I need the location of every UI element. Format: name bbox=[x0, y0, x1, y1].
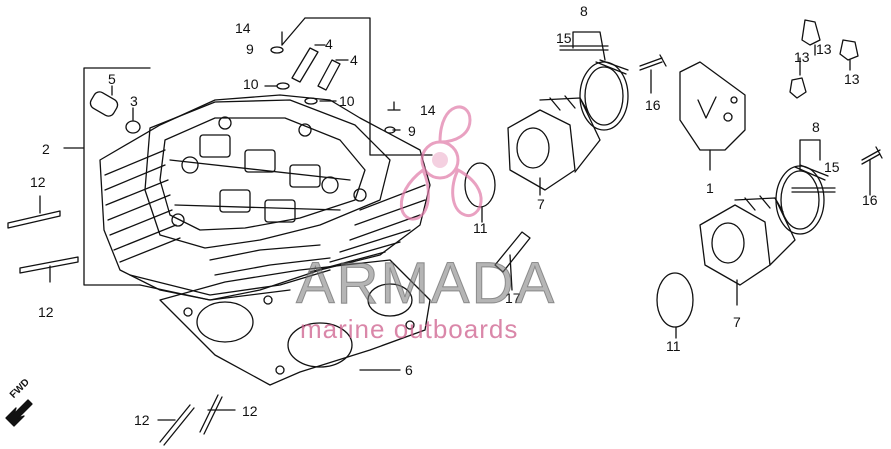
leader-bracket-14 bbox=[281, 17, 433, 156]
callout-7-right: 7 bbox=[733, 314, 741, 330]
watermark-brand: ARMADA bbox=[295, 251, 557, 317]
leader-bracket-2 bbox=[63, 67, 151, 286]
callout-2: 2 bbox=[42, 141, 50, 157]
callout-8-left: 8 bbox=[580, 3, 588, 19]
callout-15-right: 15 bbox=[824, 159, 840, 175]
bolt-16-right bbox=[861, 146, 883, 165]
callout-17: 17 bbox=[505, 290, 521, 306]
valve-guide bbox=[89, 85, 141, 134]
watermark-tagline: marine outboards bbox=[300, 314, 519, 344]
screw-15-left bbox=[559, 45, 609, 51]
callout-6: 6 bbox=[405, 362, 413, 378]
callout-13-left: 13 bbox=[794, 49, 810, 65]
callout-9-lower: 9 bbox=[408, 123, 416, 139]
callout-13-right: 13 bbox=[844, 71, 860, 87]
callout-14-lower: 14 bbox=[420, 102, 436, 118]
callout-14-upper: 14 bbox=[235, 20, 251, 36]
intake-manifold-right bbox=[699, 195, 796, 306]
intake-manifold-left bbox=[507, 95, 601, 196]
callout-4-upper: 4 bbox=[325, 36, 333, 52]
cylinder-head bbox=[99, 94, 431, 301]
spark-plug bbox=[494, 231, 531, 291]
insulator-plate bbox=[679, 61, 746, 171]
screw-15-right bbox=[791, 187, 836, 193]
fwd-arrow-icon bbox=[5, 399, 33, 427]
callout-12-bottom-right: 12 bbox=[242, 403, 258, 419]
leader-12 bbox=[39, 195, 236, 421]
callout-9-upper: 9 bbox=[246, 41, 254, 57]
head-gasket bbox=[159, 259, 431, 386]
callout-12-middle: 12 bbox=[38, 304, 54, 320]
callout-16-left: 16 bbox=[645, 97, 661, 113]
callout-10-left: 10 bbox=[243, 76, 259, 92]
valve-adjusters bbox=[264, 31, 401, 134]
callout-12-upper: 12 bbox=[30, 174, 46, 190]
watermark-propeller-icon bbox=[399, 105, 483, 221]
stud-bolts bbox=[7, 210, 223, 446]
callout-7-left: 7 bbox=[537, 196, 545, 212]
callout-1: 1 bbox=[706, 180, 714, 196]
callout-5: 5 bbox=[108, 71, 116, 87]
callout-15-left: 15 bbox=[556, 30, 572, 46]
callout-4-lower: 4 bbox=[350, 52, 358, 68]
drain-bolts bbox=[789, 19, 859, 99]
clamp-band-right bbox=[775, 164, 829, 235]
callout-11-right: 11 bbox=[666, 338, 681, 354]
callout-8-right: 8 bbox=[812, 119, 820, 135]
callout-12-bottom-left: 12 bbox=[134, 412, 150, 428]
clamp-band-left bbox=[572, 31, 629, 131]
bolt-16-left bbox=[639, 54, 667, 71]
o-ring-right bbox=[656, 272, 694, 328]
callout-11-left: 11 bbox=[473, 220, 488, 236]
callout-3: 3 bbox=[130, 93, 138, 109]
callout-16-right: 16 bbox=[862, 192, 878, 208]
callout-10-right: 10 bbox=[339, 93, 355, 109]
callout-13-upper: 13 bbox=[816, 41, 832, 57]
